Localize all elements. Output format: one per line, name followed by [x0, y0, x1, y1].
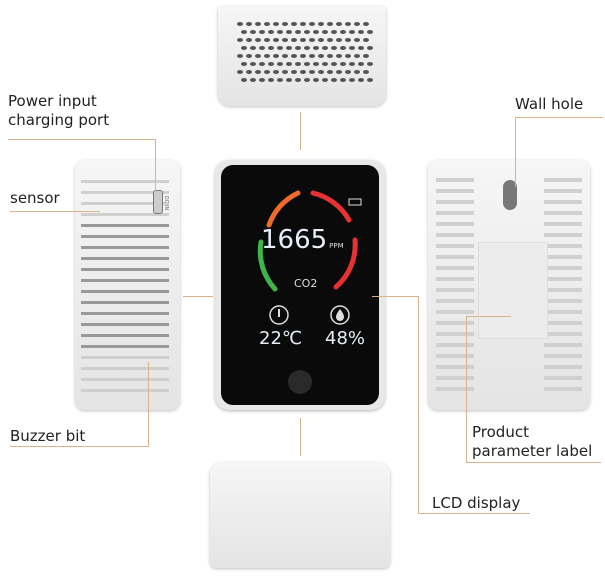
- vent-holes: [237, 22, 373, 82]
- leader-line: [300, 112, 301, 150]
- power-button[interactable]: [288, 370, 312, 394]
- back-vents: [436, 178, 582, 391]
- lcd-screen: 1665 PPM CO2 22℃ 48%: [221, 165, 379, 405]
- battery-icon: [348, 198, 362, 206]
- device-bottom-view: [210, 462, 390, 568]
- leader-line: [466, 462, 601, 463]
- device-side-view: DC IN: [75, 160, 180, 410]
- leader-line: [515, 117, 603, 118]
- label-product-parameter: Product parameter label: [472, 423, 593, 460]
- label-buzzer: Buzzer bit: [10, 427, 86, 445]
- leader-line: [300, 418, 301, 456]
- co2-gauge-arcs: [257, 190, 362, 325]
- droplet-icon: [330, 305, 350, 325]
- leader-line: [8, 139, 156, 140]
- leader-line: [183, 296, 213, 297]
- leader-line: [418, 296, 419, 513]
- leader-line: [148, 362, 149, 447]
- port-label: DC IN: [163, 195, 170, 211]
- leader-line: [10, 211, 100, 212]
- leader-line: [372, 296, 418, 297]
- device-back-view: [428, 160, 590, 410]
- leader-line: [466, 316, 467, 463]
- side-vents: [81, 180, 169, 392]
- label-sensor: sensor: [10, 189, 60, 207]
- leader-line: [155, 139, 156, 191]
- co2-value: 1665: [261, 225, 328, 255]
- wall-hole: [503, 180, 517, 210]
- leader-line: [418, 513, 530, 514]
- label-power-port: Power input charging port: [8, 92, 110, 129]
- leader-line: [10, 446, 149, 447]
- device-top-view: [218, 6, 386, 106]
- label-lcd-display: LCD display: [432, 494, 521, 512]
- device-front-view: 1665 PPM CO2 22℃ 48%: [215, 160, 385, 410]
- co2-readout: 1665 PPM: [261, 225, 344, 255]
- co2-unit: PPM: [329, 242, 344, 250]
- temperature-value: 22℃: [259, 328, 303, 349]
- leader-line: [515, 117, 516, 187]
- leader-line: [466, 316, 511, 317]
- label-wall-hole: Wall hole: [515, 95, 584, 113]
- humidity-value: 48%: [325, 328, 366, 349]
- product-label-area: [478, 242, 548, 339]
- usb-port: [153, 190, 163, 214]
- co2-label: CO2: [294, 277, 318, 290]
- thermometer-icon: [269, 305, 289, 325]
